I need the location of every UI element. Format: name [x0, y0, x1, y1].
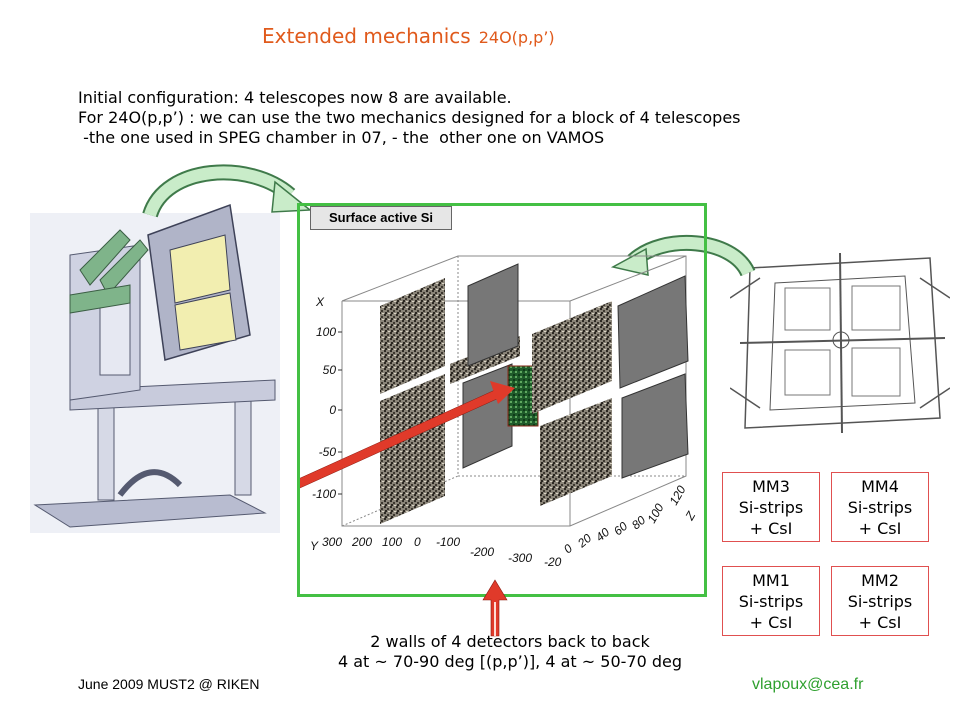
caption-line-2: 4 at ~ 70-90 deg [(p,p’)], 4 at ~ 50-70 …	[337, 652, 683, 671]
footer-date: June 2009 MUST2 @ RIKEN	[78, 676, 260, 692]
mechanics-drawing-right	[730, 238, 950, 438]
intro-line-2: For 24O(p,p’) : we can use the two mecha…	[78, 108, 741, 127]
y-tick: -300	[508, 551, 532, 565]
walls-caption: 2 walls of 4 detectors back to back 4 at…	[300, 632, 720, 672]
detector-line2: Si-strips	[738, 592, 804, 611]
x-tick: -100	[312, 487, 336, 501]
detector-name: MM1	[752, 571, 790, 590]
x-tick: 100	[316, 325, 336, 339]
slide-title: Extended mechanics 24O(p,p’)	[262, 24, 555, 48]
z-axis-title: Z	[682, 509, 699, 524]
title-main: Extended mechanics	[262, 24, 471, 48]
y-tick: 200	[351, 535, 372, 549]
y-tick: 0	[414, 535, 421, 549]
z-tick: -20	[544, 555, 562, 569]
intro-text: Initial configuration: 4 telescopes now …	[78, 88, 741, 148]
detector-box-mm2: MM2 Si-strips + CsI	[831, 566, 929, 636]
detector-box-mm4: MM4 Si-strips + CsI	[831, 472, 929, 542]
x-tick: -50	[319, 445, 337, 459]
intro-line-3: -the one used in SPEG chamber in 07, - t…	[78, 128, 605, 147]
mechanics-photo-left	[30, 203, 280, 533]
detector-box-mm1: MM1 Si-strips + CsI	[722, 566, 820, 636]
z-tick: 60	[611, 519, 630, 539]
active-surface-plot: X 100 50 0 -50 -100 beam Y 300 200 100 0…	[300, 255, 699, 569]
z-tick: 100	[644, 501, 666, 526]
y-axis-title: Y	[310, 539, 319, 553]
detector-line3: + CsI	[858, 613, 902, 632]
y-tick: 300	[322, 535, 342, 549]
detector-line2: Si-strips	[847, 592, 913, 611]
z-tick: 20	[574, 531, 594, 551]
up-arrow	[482, 579, 508, 637]
caption-line-1: 2 walls of 4 detectors back to back	[370, 632, 650, 651]
detector-box-mm3: MM3 Si-strips + CsI	[722, 472, 820, 542]
curved-arrow-left	[142, 164, 313, 218]
x-tick: 50	[323, 363, 337, 377]
y-tick: 100	[382, 535, 402, 549]
intro-line-1: Initial configuration: 4 telescopes now …	[78, 88, 512, 107]
z-tick: 120	[666, 483, 688, 508]
x-axis-title: X	[315, 295, 325, 309]
footer-email[interactable]: vlapoux@cea.fr	[752, 676, 864, 693]
detector-name: MM4	[861, 477, 899, 496]
z-tick: 40	[593, 525, 612, 545]
z-tick: 0	[561, 541, 575, 556]
x-tick: 0	[329, 403, 336, 417]
detector-line3: + CsI	[749, 519, 793, 538]
y-tick: -100	[436, 535, 460, 549]
detector-line3: + CsI	[858, 519, 902, 538]
detector-line2: Si-strips	[738, 498, 804, 517]
detector-line2: Si-strips	[847, 498, 913, 517]
y-tick: -200	[470, 545, 494, 559]
detector-line3: + CsI	[749, 613, 793, 632]
detector-name: MM2	[861, 571, 899, 590]
title-sub: 24O(p,p’)	[478, 28, 555, 47]
surface-active-label: Surface active Si	[310, 206, 452, 230]
detector-name: MM3	[752, 477, 790, 496]
